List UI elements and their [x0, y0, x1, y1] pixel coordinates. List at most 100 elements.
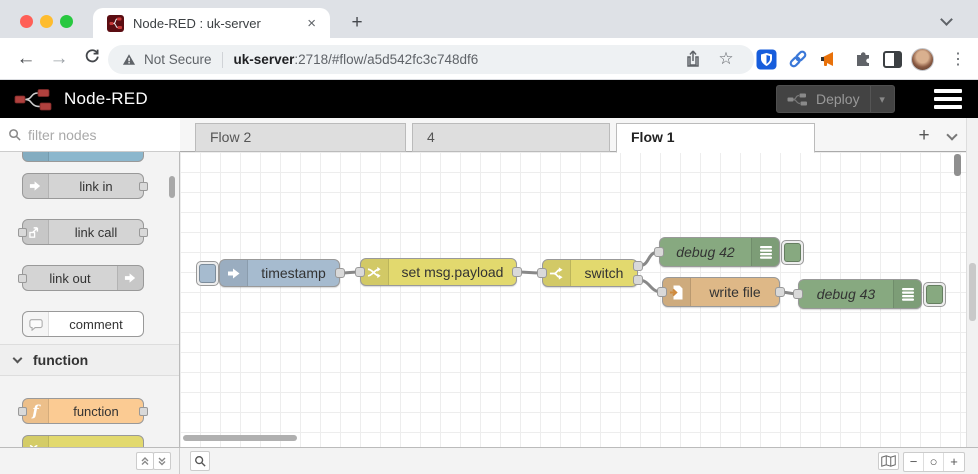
address-bar[interactable]: Not Secure uk-server:2718/#flow/a5d542fc…: [108, 45, 754, 74]
output-port[interactable]: [139, 182, 148, 191]
palette-search[interactable]: [0, 118, 180, 152]
output-port[interactable]: [139, 228, 148, 237]
node-palette: link in link call link out: [0, 118, 180, 447]
palette-node-label: link in: [79, 178, 113, 194]
link-extension-icon[interactable]: [786, 47, 810, 71]
tab-close-icon[interactable]: ×: [307, 14, 316, 32]
zoom-out-button[interactable]: −: [904, 453, 924, 471]
palette-node-link-in[interactable]: link in: [22, 173, 148, 199]
splitter-grip[interactable]: [969, 263, 976, 321]
input-port[interactable]: [657, 287, 667, 297]
tab-search-chevron-icon[interactable]: [940, 13, 953, 26]
main-area: link in link call link out: [0, 118, 978, 447]
flow-list-chevron-icon[interactable]: [946, 129, 958, 141]
sidebar-splitter[interactable]: [966, 118, 978, 447]
debug-toggle-button[interactable]: [923, 282, 946, 307]
flow-node-switch[interactable]: switch: [542, 259, 638, 287]
reload-button[interactable]: [79, 46, 105, 72]
node-label: debug 42: [676, 244, 735, 260]
palette-scrollbar-thumb[interactable]: [169, 176, 175, 198]
flow-tab-4[interactable]: 4: [412, 123, 610, 152]
zoom-reset-button[interactable]: ○: [924, 453, 944, 471]
flow-node-writefile[interactable]: write file: [662, 277, 780, 307]
canvas-vscrollbar-thumb[interactable]: [954, 154, 961, 176]
security-label: Not Secure: [144, 52, 212, 67]
link-call-icon: [23, 220, 49, 244]
add-flow-button[interactable]: +: [918, 125, 930, 146]
workspace: Flow 2 4 Flow 1 + timestamp: [180, 118, 966, 447]
palette-node-link-out[interactable]: link out: [18, 265, 144, 291]
palette-node-link-call[interactable]: link call: [18, 219, 148, 245]
zoom-in-button[interactable]: +: [950, 454, 958, 469]
input-port[interactable]: [18, 407, 27, 416]
input-port[interactable]: [654, 247, 664, 257]
palette-category-function[interactable]: function: [0, 344, 179, 376]
flow-tabbar: Flow 2 4 Flow 1 +: [180, 118, 966, 153]
bookmark-star-icon[interactable]: ☆: [718, 49, 734, 68]
input-port[interactable]: [18, 228, 27, 237]
palette-node-partial-top[interactable]: [22, 152, 144, 162]
inject-icon: [220, 260, 248, 286]
back-button[interactable]: ←: [16, 48, 36, 69]
avatar-image: [910, 47, 934, 71]
node-icon: [23, 436, 49, 447]
flow-tab-flow1[interactable]: Flow 1: [616, 123, 815, 153]
sidebar-toggle-icon[interactable]: [880, 47, 904, 71]
close-window-button[interactable]: [20, 15, 33, 28]
profile-avatar[interactable]: [910, 47, 934, 71]
megaphone-extension-icon[interactable]: [818, 47, 842, 71]
forward-button[interactable]: →: [49, 48, 69, 69]
filter-nodes-input[interactable]: [28, 126, 168, 143]
browser-tab-title: Node-RED : uk-server: [133, 15, 261, 31]
input-port[interactable]: [537, 268, 547, 278]
deploy-button[interactable]: Deploy ▾: [776, 85, 895, 113]
flow-node-change[interactable]: set msg.payload: [360, 258, 517, 286]
search-flows-button[interactable]: [190, 451, 210, 471]
output-port[interactable]: [775, 287, 785, 297]
inject-trigger-button[interactable]: [196, 261, 219, 286]
flow-tab-label: Flow 2: [210, 129, 252, 145]
share-icon[interactable]: [681, 47, 705, 71]
flow-node-debug42[interactable]: debug 42: [659, 237, 780, 267]
input-port[interactable]: [793, 289, 803, 299]
node-label: switch: [584, 265, 624, 281]
deploy-icon: [787, 93, 807, 105]
flow-tab-flow2[interactable]: Flow 2: [195, 123, 406, 152]
deploy-main[interactable]: Deploy: [777, 86, 870, 112]
link-out-icon: [117, 266, 143, 290]
input-port[interactable]: [355, 267, 365, 277]
node-icon: [23, 152, 49, 161]
new-tab-button[interactable]: +: [351, 12, 363, 33]
node-label: write file: [709, 284, 761, 300]
deploy-options-caret[interactable]: ▾: [869, 86, 894, 112]
browser-tab[interactable]: Node-RED : uk-server ×: [93, 8, 330, 38]
debug-toggle-button[interactable]: [781, 240, 804, 265]
output-port-2[interactable]: [633, 275, 643, 285]
fullscreen-window-button[interactable]: [60, 15, 73, 28]
output-port[interactable]: [512, 267, 522, 277]
node-label: debug 43: [816, 286, 876, 302]
browser-menu-kebab-icon[interactable]: ⋮: [950, 51, 966, 68]
flow-node-inject[interactable]: timestamp: [219, 259, 340, 287]
debug-icon: [751, 238, 779, 266]
palette-collapse-up-button[interactable]: [136, 452, 154, 470]
minimize-window-button[interactable]: [40, 15, 53, 28]
browser-titlebar: Node-RED : uk-server × +: [0, 0, 978, 38]
input-port[interactable]: [18, 274, 27, 283]
editor-footer: − ○ +: [0, 447, 978, 474]
main-menu-hamburger-icon[interactable]: [934, 89, 962, 109]
palette-collapse-down-button[interactable]: [153, 452, 171, 470]
navigator-map-button[interactable]: [878, 452, 899, 470]
flow-node-debug43[interactable]: debug 43: [798, 279, 922, 309]
extensions-puzzle-icon[interactable]: [851, 47, 875, 71]
output-port[interactable]: [335, 268, 345, 278]
output-port-1[interactable]: [633, 261, 643, 271]
output-port[interactable]: [139, 407, 148, 416]
canvas-hscrollbar-thumb[interactable]: [183, 435, 297, 441]
flow-canvas[interactable]: timestamp set msg.payload switch: [180, 152, 966, 447]
palette-footer: [0, 448, 180, 474]
bitwarden-extension-icon[interactable]: [754, 47, 778, 71]
palette-node-comment[interactable]: comment: [22, 311, 144, 337]
palette-node-function[interactable]: f function: [18, 398, 148, 424]
palette-node-partial-bottom[interactable]: [22, 435, 144, 447]
